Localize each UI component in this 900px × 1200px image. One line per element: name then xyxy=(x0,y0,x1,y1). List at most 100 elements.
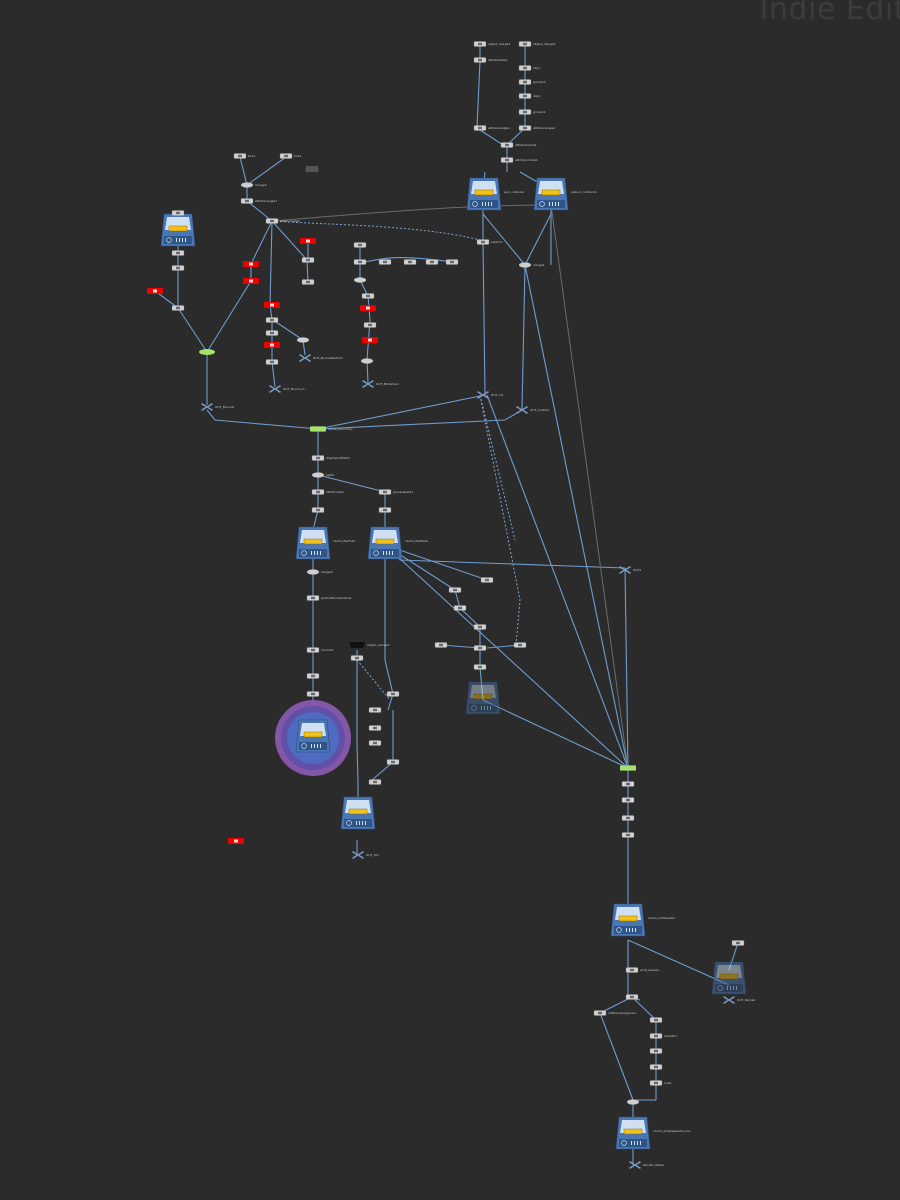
out-collider-node[interactable]: OUT_Collider xyxy=(516,406,550,414)
r-node-2[interactable] xyxy=(621,797,635,803)
object-merge3-node[interactable]: object_merge3 xyxy=(349,642,389,648)
out-boundsdeform-node[interactable]: OUT_Bound_lo xyxy=(269,385,305,393)
null-small-node[interactable] xyxy=(305,166,319,172)
mid-node-2[interactable] xyxy=(301,279,315,285)
mid-oval-node[interactable] xyxy=(353,277,367,283)
r-node-7[interactable] xyxy=(649,1048,663,1054)
render-water-node[interactable]: Render_Water xyxy=(629,1161,665,1169)
mid-node-9[interactable] xyxy=(362,337,378,343)
cache-flipfluid-node[interactable]: cache_flipFluid xyxy=(295,526,355,560)
error-node-5[interactable] xyxy=(264,342,280,348)
merge2-node[interactable]: merge2 xyxy=(240,182,267,188)
b-node-7[interactable] xyxy=(368,740,382,746)
left-node-a[interactable] xyxy=(171,210,185,216)
c-node-6[interactable] xyxy=(473,645,487,651)
error-node-2[interactable] xyxy=(243,261,259,267)
null1-node[interactable]: null1 xyxy=(649,1080,671,1086)
left-node-c[interactable] xyxy=(171,265,185,271)
switch-green-node[interactable] xyxy=(199,349,215,355)
selected-cache-node[interactable] xyxy=(275,700,351,776)
attribrename1-node[interactable]: attribrename1 xyxy=(500,142,537,148)
attribnoise1-node[interactable]: attribnoise1 xyxy=(311,489,344,495)
out-bounds-node[interactable]: OUT_Bounds xyxy=(201,403,234,411)
cache-left-node[interactable] xyxy=(160,213,196,247)
out-vol-node[interactable]: OUT_Vol xyxy=(477,391,504,399)
left-mid-node[interactable] xyxy=(311,507,325,513)
error-node-6[interactable] xyxy=(360,305,376,311)
c-node-1[interactable] xyxy=(480,577,494,583)
emit-density-node[interactable]: emit_density xyxy=(625,967,660,973)
r-node-4[interactable] xyxy=(621,832,635,838)
right-merge-green-node[interactable] xyxy=(620,765,636,771)
b-node-5[interactable] xyxy=(368,707,382,713)
switch1-node[interactable]: switch1 xyxy=(476,239,503,245)
cache-whitewater-node[interactable]: cache_whitewater xyxy=(610,903,676,937)
error-node-7[interactable] xyxy=(228,838,244,844)
mid-node-4[interactable] xyxy=(265,330,279,336)
c-node-8[interactable] xyxy=(473,664,487,670)
grid-node[interactable] xyxy=(353,242,367,248)
dopimportfield-node[interactable]: dopimportfield1 xyxy=(311,455,350,461)
object-merge2-node[interactable]: object_merge2 xyxy=(518,41,555,47)
b-node-6[interactable] xyxy=(368,725,382,731)
clip1-node[interactable]: clip1 xyxy=(518,65,540,71)
error-node-4[interactable] xyxy=(264,302,280,308)
split1-node[interactable]: split1 xyxy=(311,472,334,478)
mid-node-8[interactable] xyxy=(363,322,377,328)
cache-flipmesh-node[interactable]: cache_flipMesh xyxy=(367,526,428,560)
left-node-d[interactable] xyxy=(171,305,185,311)
attribdelete1-node[interactable]: attribdelete1 xyxy=(473,57,508,63)
mid-node-3[interactable] xyxy=(265,317,279,323)
particlefluidsurface-node[interactable]: particlefluidsurface1 xyxy=(306,595,352,601)
out-bkdomain-node[interactable]: OUT_Bkdomain xyxy=(362,380,399,388)
b-node-1[interactable] xyxy=(306,673,320,679)
mid-oval-node-2[interactable] xyxy=(360,358,374,364)
groupdelete1-node[interactable]: groupdelete1 xyxy=(378,489,413,495)
copy-node-1[interactable] xyxy=(353,259,367,265)
b-node-3[interactable] xyxy=(350,655,364,661)
c-node-2[interactable] xyxy=(448,587,462,593)
out-sim-node[interactable]: OUT_sim xyxy=(352,851,379,859)
vdbfrompolygons-node[interactable]: vdbfrompolygons1 xyxy=(593,1010,636,1016)
merge1-node[interactable]: merge1 xyxy=(518,262,545,268)
left-node-b[interactable] xyxy=(171,250,185,256)
pyro-collision-cache-node[interactable]: pyro_collision xyxy=(466,177,524,211)
normal1-node[interactable]: normal1 xyxy=(306,647,334,653)
c-node-7[interactable] xyxy=(513,642,527,648)
c-node-4[interactable] xyxy=(473,624,487,630)
r-node-6[interactable] xyxy=(649,1017,663,1023)
c-node-3[interactable] xyxy=(453,605,467,611)
b-node-4[interactable] xyxy=(386,691,400,697)
out-render-node[interactable]: OUT_Render xyxy=(723,996,756,1004)
r-node-1[interactable] xyxy=(621,781,635,787)
mid-node-7[interactable] xyxy=(361,293,375,299)
r-node-3[interactable] xyxy=(621,815,635,821)
mid-node-1[interactable] xyxy=(301,257,315,263)
mid-node-6[interactable] xyxy=(265,359,279,365)
display-merge-node[interactable]: cache_boundary xyxy=(310,426,353,432)
cache-ww-left-node[interactable] xyxy=(340,796,376,830)
b-node-2[interactable] xyxy=(306,691,320,697)
attribwrangle1-node[interactable]: attribwrangle1 xyxy=(473,125,510,131)
copy-node-4[interactable] xyxy=(425,259,439,265)
bypassed-cache-node[interactable] xyxy=(465,681,501,715)
b-node-9[interactable] xyxy=(368,779,382,785)
out1-node[interactable]: OUT1 xyxy=(619,566,641,574)
attribwrangle2-node[interactable]: attribwrangle2 xyxy=(518,125,555,131)
r-oval-node[interactable] xyxy=(626,1099,640,1105)
right-mid-node[interactable] xyxy=(378,507,392,513)
vellum-collision-cache-node[interactable]: vellum_collision1 xyxy=(533,177,597,211)
attribpromote1-node[interactable]: attribpromote1 xyxy=(500,157,538,163)
attribcreate2-node[interactable]: attribcreate2 xyxy=(265,218,300,224)
box1-node[interactable]: box1 xyxy=(233,153,255,159)
error-node-1[interactable] xyxy=(300,238,316,244)
r-node-9[interactable] xyxy=(731,940,745,946)
r-node-8[interactable] xyxy=(649,1064,663,1070)
clip2-node[interactable]: clip2 xyxy=(518,93,540,99)
copy-node-5[interactable] xyxy=(445,259,459,265)
out-bound-lo-node[interactable]: OUT_BoundsDeform xyxy=(299,354,343,362)
c-node-5[interactable] xyxy=(434,642,448,648)
copy-node-3[interactable] xyxy=(403,259,417,265)
remesh-node[interactable]: remesh1 xyxy=(649,1033,677,1039)
